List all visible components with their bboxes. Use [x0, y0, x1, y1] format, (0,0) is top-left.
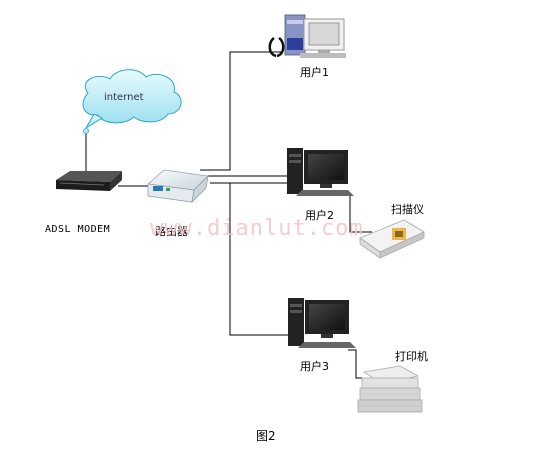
scanner-label: 扫描仪: [391, 203, 424, 216]
user1-label: 用户1: [300, 66, 329, 79]
user2-computer: [287, 148, 354, 196]
line-router-user3: [229, 183, 290, 336]
router-device: [147, 169, 209, 204]
printer-device: [357, 365, 423, 413]
line-router-user1: [200, 51, 282, 171]
user1-computer: [268, 14, 346, 58]
adsl-modem-label: ADSL MODEM: [45, 224, 111, 235]
user3-computer: [288, 298, 356, 348]
user3-label: 用户3: [300, 360, 329, 373]
user2-label: 用户2: [305, 209, 334, 222]
scanner-device: [359, 219, 425, 259]
figure-caption: 图2: [256, 429, 276, 443]
router-label: 路由器: [155, 225, 188, 238]
printer-label: 打印机: [395, 350, 428, 363]
adsl-modem-device: [56, 171, 122, 191]
internet-cloud: [82, 69, 182, 134]
line-user3-printer: [348, 349, 362, 379]
internet-cloud-label: internet: [104, 92, 144, 103]
watermark-text: www.dianlut.com: [150, 216, 364, 241]
